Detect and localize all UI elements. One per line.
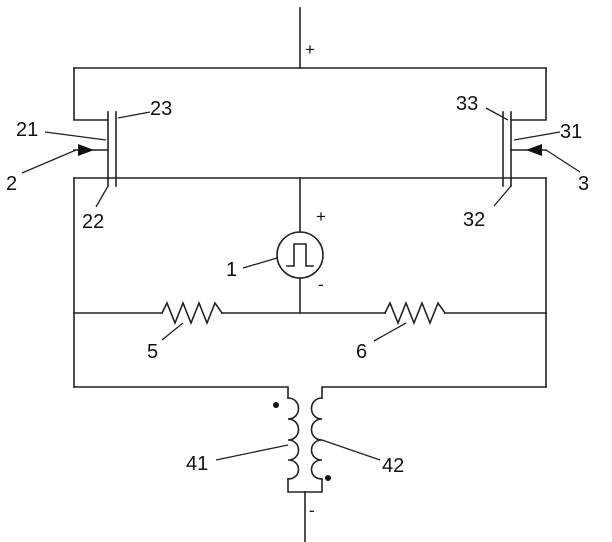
label-41: 41 bbox=[186, 453, 208, 475]
label-33: 33 bbox=[456, 93, 478, 115]
coil-41 bbox=[287, 397, 300, 480]
source-circle bbox=[276, 231, 324, 279]
resistor-5 bbox=[160, 300, 224, 326]
leader-33 bbox=[485, 107, 509, 121]
leader-lines bbox=[21, 107, 581, 461]
leader-6 bbox=[373, 322, 407, 342]
right-top-drop bbox=[510, 67, 547, 121]
leader-21 bbox=[44, 131, 107, 141]
top-plus-sign: + bbox=[305, 40, 315, 59]
source-plus-sign: + bbox=[316, 207, 326, 226]
label-22: 22 bbox=[82, 211, 104, 233]
label-1: 1 bbox=[226, 259, 237, 281]
coil-42 bbox=[310, 397, 323, 480]
coil-41-dot bbox=[273, 402, 279, 408]
label-3: 3 bbox=[578, 173, 589, 195]
label-31: 31 bbox=[560, 121, 582, 143]
leader-23 bbox=[117, 111, 151, 119]
bottom-minus-sign: - bbox=[309, 501, 315, 520]
leader-3 bbox=[545, 149, 581, 173]
left-top-drop bbox=[73, 67, 109, 121]
label-2: 2 bbox=[6, 173, 17, 195]
label-32: 32 bbox=[463, 209, 485, 231]
label-6: 6 bbox=[356, 341, 367, 363]
left-arrow-icon bbox=[78, 144, 94, 156]
leader-2 bbox=[21, 149, 77, 174]
leader-5 bbox=[161, 322, 184, 341]
label-23: 23 bbox=[150, 98, 172, 120]
coil-join-wire bbox=[287, 478, 323, 493]
pulse-source bbox=[276, 231, 324, 279]
leader-41 bbox=[215, 444, 289, 461]
source-minus-sign: - bbox=[318, 275, 324, 294]
leader-42 bbox=[321, 439, 381, 461]
leader-31 bbox=[513, 131, 561, 141]
label-21: 21 bbox=[16, 119, 38, 141]
left-switch bbox=[73, 111, 117, 187]
bottom-right-wire bbox=[321, 386, 547, 399]
right-arrow-icon bbox=[526, 144, 542, 156]
label-5: 5 bbox=[147, 341, 158, 363]
label-42: 42 bbox=[382, 455, 404, 477]
right-switch bbox=[502, 111, 547, 187]
bottom-left-wire bbox=[73, 386, 289, 399]
leader-22 bbox=[95, 185, 109, 208]
leader-32 bbox=[493, 185, 512, 207]
wiring bbox=[73, 7, 547, 542]
resistor-6 bbox=[383, 300, 447, 326]
coil-42-dot bbox=[325, 475, 331, 481]
pulse-wave-icon bbox=[286, 243, 314, 267]
leader-1 bbox=[242, 257, 278, 269]
